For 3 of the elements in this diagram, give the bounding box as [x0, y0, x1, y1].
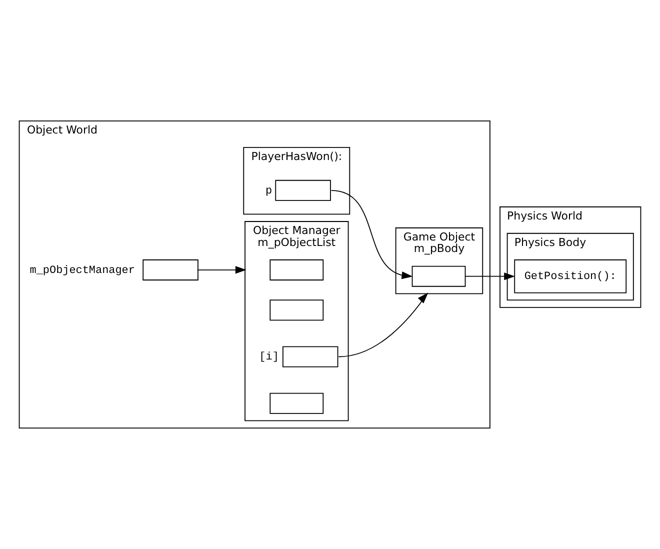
node-label: [i]: [259, 352, 279, 364]
node-label: p: [266, 185, 272, 198]
node-label: m_pObjectManager: [30, 264, 135, 277]
